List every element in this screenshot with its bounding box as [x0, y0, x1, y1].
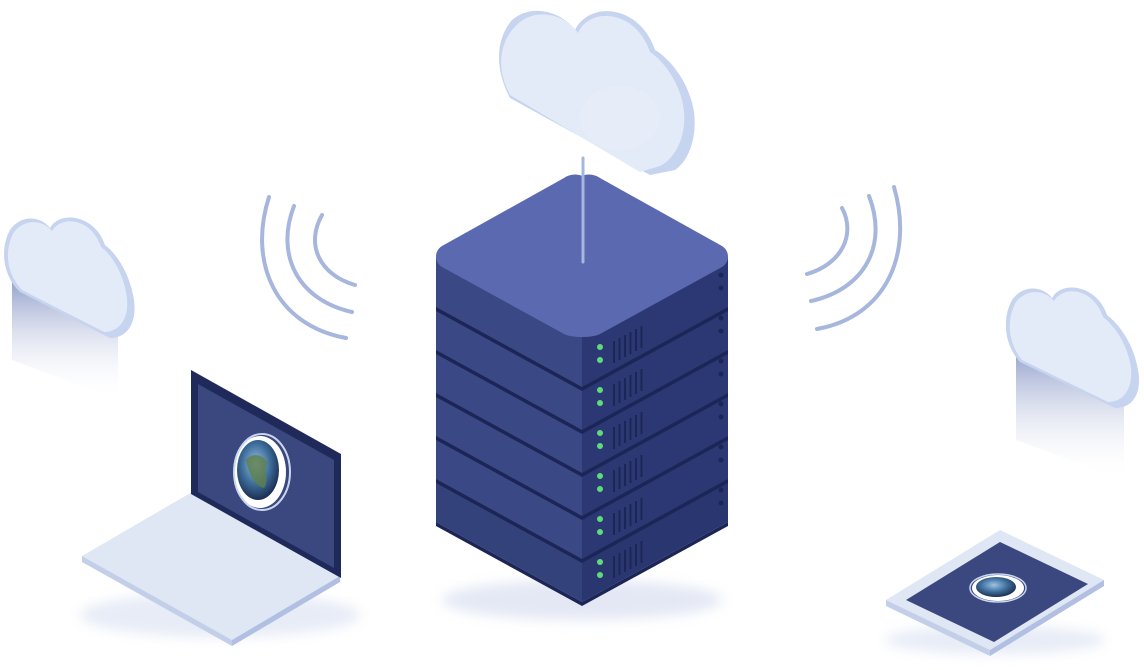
status-led [597, 400, 603, 406]
server-rack-icon [436, 156, 728, 620]
status-led [597, 516, 603, 522]
screw-dot [718, 414, 724, 420]
earth-globe-icon [233, 433, 291, 511]
cloud-left-icon [4, 217, 135, 400]
screw-dot [718, 444, 724, 450]
cloud-right-icon [1005, 287, 1140, 480]
status-led [597, 529, 603, 535]
screw-dot [718, 315, 724, 321]
status-led [597, 486, 603, 492]
status-led [597, 430, 603, 436]
status-led [597, 344, 603, 350]
screw-dot [718, 371, 724, 377]
tablet-icon [885, 530, 1105, 656]
status-led [597, 387, 603, 393]
screw-dot [718, 328, 724, 334]
screw-dot [718, 358, 724, 364]
laptop-icon [80, 370, 360, 646]
status-led [597, 473, 603, 479]
status-led [597, 357, 603, 363]
status-led [597, 572, 603, 578]
screw-dot [718, 401, 724, 407]
earth-globe-icon [969, 573, 1027, 603]
screw-dot [718, 285, 724, 291]
status-led [597, 443, 603, 449]
cloud-top-icon [498, 10, 695, 176]
screw-dot [718, 272, 724, 278]
screw-dot [718, 487, 724, 493]
screw-dot [718, 457, 724, 463]
wireless-signal-right-icon [805, 185, 903, 331]
screw-dot [718, 500, 724, 506]
status-led [597, 559, 603, 565]
wireless-signal-left-icon [260, 195, 357, 340]
